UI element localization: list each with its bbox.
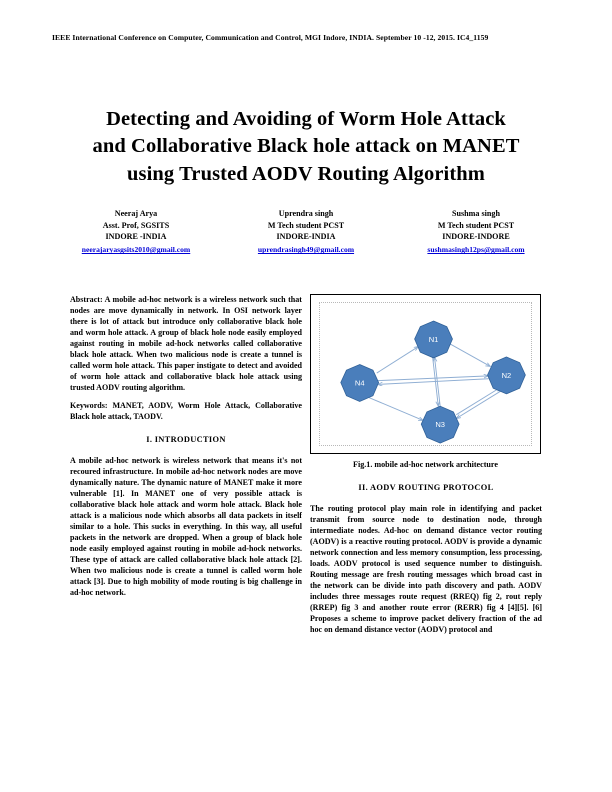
column-left: Abstract: A mobile ad-hoc network is a w…	[70, 294, 302, 605]
author-affiliation: M Tech student PCST	[267, 220, 345, 230]
edge-n1-n2	[449, 343, 491, 367]
node-n3[interactable]: N3	[420, 405, 460, 444]
author-city: INDORE-INDIA	[276, 232, 336, 242]
author-affiliation: Asst. Prof, SGSITS	[102, 220, 170, 230]
author-block-1: Neeraj Arya Asst. Prof, SGSITS INDORE -I…	[56, 208, 216, 255]
abstract-label: Abstract:	[70, 295, 103, 304]
node-n2[interactable]: N2	[487, 356, 526, 395]
author-block-2: Uprendra singh M Tech student PCST INDOR…	[226, 208, 386, 255]
author-email-link[interactable]: neerajaryasgsits2010@gmail.com	[81, 245, 191, 255]
keywords-label: Keywords:	[70, 401, 108, 411]
author-affiliation: M Tech student PCST	[437, 220, 515, 230]
author-list: Neeraj Arya Asst. Prof, SGSITS INDORE -I…	[56, 208, 556, 255]
section-heading-aodv: II. AODV ROUTING PROTOCOL	[358, 483, 494, 493]
diagram-nodes: N1 N2 N3 N4	[340, 320, 526, 444]
edge-n4-n2	[377, 376, 489, 382]
author-city: INDORE -INDIA	[105, 232, 167, 242]
author-email-link[interactable]: uprendrasingh49@gmail.com	[257, 245, 355, 255]
figure-1-frame: N1 N2 N3 N4	[310, 294, 541, 454]
keywords-paragraph: Keywords: MANET, AODV, Worm Hole Attack,…	[70, 400, 302, 422]
title-line-1: Detecting and Avoiding of Worm Hole Atta…	[106, 108, 506, 130]
node-n4[interactable]: N4	[340, 364, 380, 402]
abstract-text: A mobile ad-hoc network is a wireless ne…	[70, 295, 302, 393]
author-name: Neeraj Arya	[114, 209, 158, 218]
edge-n3-n2	[456, 387, 500, 416]
node-n1[interactable]: N1	[414, 320, 453, 359]
figure-1-inner-border: N1 N2 N3 N4	[319, 302, 532, 446]
author-block-3: Sushma singh M Tech student PCST INDORE-…	[396, 208, 556, 255]
node-label-n4: N4	[355, 378, 365, 387]
network-architecture-diagram: N1 N2 N3 N4	[340, 320, 526, 444]
page-title: Detecting and Avoiding of Worm Hole Atta…	[56, 106, 556, 188]
author-city: INDORE-INDORE	[442, 232, 510, 242]
aodv-paragraph: The routing protocol play main role in i…	[310, 503, 542, 634]
node-label-n3: N3	[435, 420, 445, 429]
column-right: N1 N2 N3 N4	[310, 294, 542, 642]
diagram-edges	[368, 343, 502, 421]
author-name: Sushma singh	[452, 209, 500, 218]
edge-n4-n1	[376, 347, 419, 374]
author-email-link[interactable]: sushmasingh12ps@gmail.com	[427, 245, 525, 255]
edge-n1-n3	[432, 356, 439, 406]
figure-1-caption: Fig.1. mobile ad-hoc network architectur…	[353, 460, 498, 469]
section-heading-introduction: I. INTRODUCTION	[146, 435, 226, 445]
abstract-paragraph: Abstract: A mobile ad-hoc network is a w…	[70, 294, 302, 393]
introduction-paragraph: A mobile ad-hoc network is wireless netw…	[70, 455, 302, 597]
edge-n2-n4	[378, 378, 489, 385]
running-header: IEEE International Conference on Compute…	[52, 33, 489, 42]
author-name: Uprendra singh	[278, 209, 334, 218]
keywords-text: MANET, AODV, Worm Hole Attack, Collabora…	[70, 401, 302, 422]
node-label-n1: N1	[429, 335, 439, 344]
node-label-n2: N2	[502, 371, 512, 380]
edge-n2-n3	[456, 390, 502, 418]
title-line-2: and Collaborative Black hole attack on M…	[92, 135, 520, 158]
edge-n4-n3	[368, 397, 423, 421]
edge-n3-n1	[434, 357, 441, 407]
title-line-3: using Trusted AODV Routing Algorithm	[127, 162, 485, 185]
